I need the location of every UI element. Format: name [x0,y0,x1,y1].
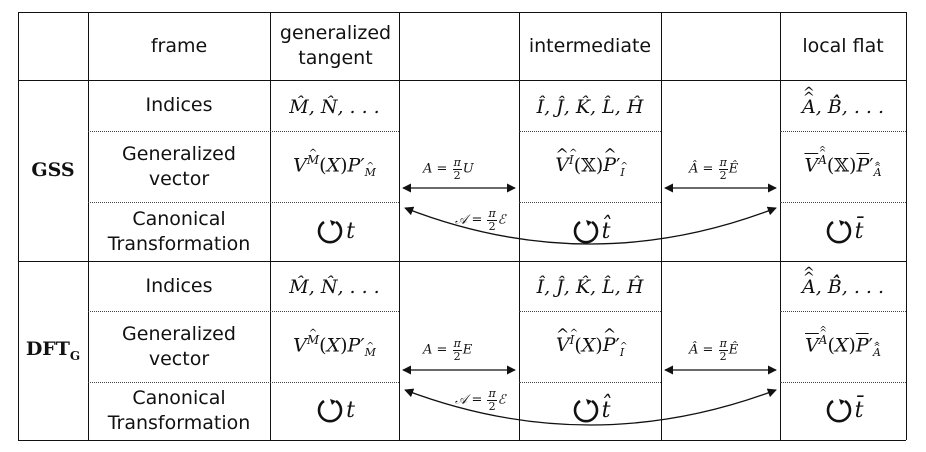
cycle-arrow-icon [826,399,851,423]
dotted-sep [780,382,906,383]
row-label-generalized-vector: Generalized vector [122,142,236,190]
header-bottom-border [18,80,906,81]
vector-intermediate: VI(X)P′I [519,311,661,382]
dotted-sep [88,131,399,132]
header-generalized-tangent: generalized tangent [279,22,392,69]
table-left-border [18,12,19,440]
row-label-canonical-transformation: Canonical Transformation [107,207,251,255]
dotted-sep [88,382,399,383]
vector-tangent: VM(X)P′M [270,131,399,202]
cycle-arrow-icon [573,399,598,423]
row-label-canonical-transformation: Canonical Transformation [107,387,251,434]
dotted-sep [88,311,399,312]
dotted-sep [519,202,661,203]
vector-flat: VA(𝕏)P′A [780,131,906,202]
header-local-flat: local flat [802,34,884,57]
col-divider-4 [519,12,520,440]
cycle-arrow-icon [317,399,343,423]
vector-flat: VA(X)P′A [780,311,906,382]
col-divider-6 [780,12,781,440]
col-divider-5 [661,12,662,440]
transformation-flat: t̄ [780,382,906,440]
dotted-sep [780,131,906,132]
dotted-sep [780,311,906,312]
indices-flat: A, B̂̂, . . . [780,84,906,131]
indices-tangent: M̂, N̂, . . . [289,96,380,119]
indices-intermediate: Î, Ĵ, K̂, L̂, Ĥ [536,276,644,299]
cycle-arrow-icon [826,219,851,243]
row-label-indices: Indices [145,94,213,117]
row-label-indices: Indices [145,274,213,297]
indices-tangent: M̂, N̂, . . . [289,276,380,299]
indices-intermediate: Î, Ĵ, K̂, L̂, Ĥ [536,96,644,119]
group-separator-border [18,261,906,262]
dotted-sep [88,202,399,203]
header-intermediate: intermediate [528,34,652,57]
row-label-generalized-vector: Generalized vector [122,322,236,370]
transformation-intermediate: t̂ [519,202,661,261]
transformation-tangent: t [270,382,399,440]
table-right-border [906,12,907,440]
col-divider-2 [270,12,271,440]
dotted-sep [780,202,906,203]
arrow-tangent-flat-curve [404,388,777,426]
arrow-tangent-flat-curve [404,206,777,245]
transformation-intermediate: t̂ [519,382,661,440]
transformation-flat: t̄ [780,202,906,261]
dotted-sep [519,311,661,312]
cycle-arrow-icon [573,219,598,243]
dotted-sep [519,131,661,132]
indices-flat: A, B̂̂, . . . [780,264,906,311]
header-frame: frame [150,34,208,57]
col-divider-3 [399,12,400,440]
group-label-dft: DFTG [25,337,81,363]
vector-tangent: VM(X)P′M [270,311,399,382]
table-top-border [18,12,906,13]
dotted-sep [519,382,661,383]
table-bottom-border [18,440,906,441]
vector-intermediate: VI(𝕏)P′I [519,131,661,202]
col-divider-1 [88,12,89,440]
cycle-arrow-icon [317,219,343,243]
group-label-gss: GSS [31,159,75,182]
transformation-tangent: t [270,202,399,261]
